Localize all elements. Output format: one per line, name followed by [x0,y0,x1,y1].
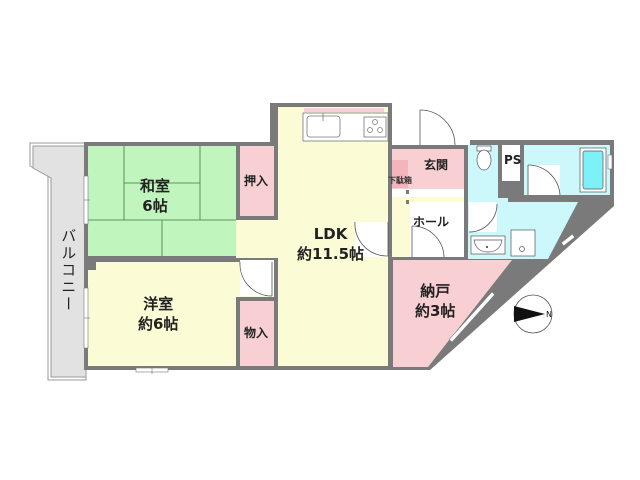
label-genkan: 玄関 [424,158,449,172]
windows [83,154,613,374]
room-size: 約6帖 [138,315,179,334]
room-monoire [240,301,274,366]
door-ldk[interactable] [354,221,389,257]
room-oshiire [240,146,274,216]
label-ldk: LDK 約11.5帖 [297,224,364,265]
room-toilet [468,145,498,198]
compass-north-icon: N [513,294,553,334]
room-ps [502,145,520,181]
label-balcony: バルコニー [59,228,78,313]
door-nando[interactable] [411,225,445,258]
room-name: 洋室 [143,295,174,313]
room-genkan [392,149,464,197]
washing-machine-icon [510,229,536,257]
room-ldk [236,107,389,366]
entrance-door[interactable] [419,109,456,146]
label-ps: PS [504,153,522,167]
label-yoshitsu: 洋室 約6帖 [138,294,178,335]
room-size: 約11.5帖 [297,245,365,264]
getabako [392,160,408,188]
label-oshiire: 押入 [244,174,269,188]
room-size: 6帖 [142,197,168,216]
room-name: LDK [313,225,348,243]
room-size: 約3帖 [415,302,456,321]
room-name: 納戸 [420,282,451,300]
room-bathroom [524,145,610,196]
room-washitsu [88,146,236,256]
label-getabako: 下駄箱 [388,176,412,185]
door-yoshitsu[interactable] [239,260,274,297]
room-washroom [468,198,578,259]
toilet-icon [476,149,492,171]
label-nando: 納戸 約3帖 [415,281,455,322]
sink-icon [306,115,341,138]
label-monoire: 物入 [244,326,269,340]
label-washitsu: 和室 6帖 [140,176,170,217]
label-hall: ホール [413,215,450,229]
room-nando [393,260,512,367]
room-yoshitsu [88,260,274,366]
stove-icon [363,116,387,138]
room-hall [392,190,464,257]
room-name: 和室 [140,177,171,195]
bathtub-icon [582,150,604,190]
svg-text:N: N [546,310,552,319]
